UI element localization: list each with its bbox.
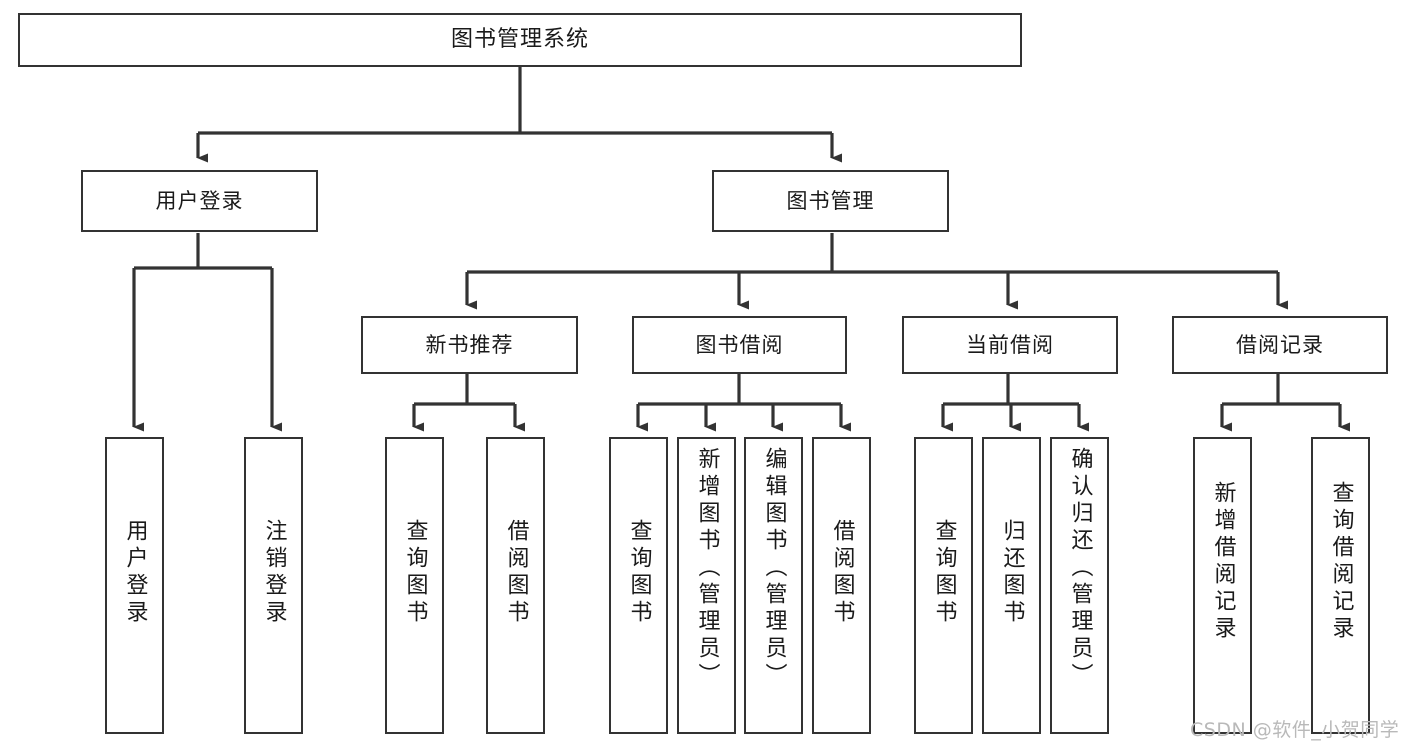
node-label: 编辑图书（管理员） (761, 447, 787, 690)
node-label: 查询图书 (931, 519, 957, 627)
node-label: 新增借阅记录 (1210, 481, 1236, 643)
leaf-edit-book-admin[interactable]: 编辑图书（管理员） (744, 437, 803, 734)
node-book-management[interactable]: 图书管理 (712, 170, 949, 232)
leaf-logout-login[interactable]: 注销登录 (244, 437, 303, 734)
node-label: 查询借阅记录 (1328, 481, 1354, 643)
leaf-query-borrow-record[interactable]: 查询借阅记录 (1311, 437, 1370, 734)
node-label: 新增图书（管理员） (694, 447, 720, 690)
node-new-book-recommend[interactable]: 新书推荐 (361, 316, 578, 374)
leaf-confirm-return-admin[interactable]: 确认归还（管理员） (1050, 437, 1109, 734)
leaf-user-login[interactable]: 用户登录 (105, 437, 164, 734)
node-current-borrow[interactable]: 当前借阅 (902, 316, 1118, 374)
leaf-return-book[interactable]: 归还图书 (982, 437, 1041, 734)
node-label: 查询图书 (626, 519, 652, 627)
node-label: 新书推荐 (425, 332, 514, 357)
node-label: 查询图书 (402, 519, 428, 627)
node-book-borrow[interactable]: 图书借阅 (632, 316, 847, 374)
node-user-login[interactable]: 用户登录 (81, 170, 318, 232)
node-label: 借阅图书 (503, 519, 529, 627)
node-borrow-record[interactable]: 借阅记录 (1172, 316, 1388, 374)
leaf-query-book-current[interactable]: 查询图书 (914, 437, 973, 734)
node-root-book-management-system[interactable]: 图书管理系统 (18, 13, 1022, 67)
node-label: 图书管理系统 (450, 27, 589, 53)
node-label: 用户登录 (155, 188, 244, 213)
node-label: 借阅图书 (829, 519, 855, 627)
node-label: 当前借阅 (966, 332, 1054, 357)
csdn-watermark: CSDN @软件_小贺同学 (1190, 719, 1400, 741)
leaf-borrow-book[interactable]: 借阅图书 (812, 437, 871, 734)
node-label: 借阅记录 (1236, 332, 1324, 357)
node-label: 注销登录 (261, 519, 287, 627)
leaf-add-borrow-record[interactable]: 新增借阅记录 (1193, 437, 1252, 734)
node-label: 用户登录 (122, 519, 148, 627)
leaf-add-book-admin[interactable]: 新增图书（管理员） (677, 437, 736, 734)
node-label: 归还图书 (999, 519, 1025, 627)
node-label: 图书借阅 (695, 332, 784, 357)
leaf-query-book-borrow[interactable]: 查询图书 (609, 437, 668, 734)
node-label: 确认归还（管理员） (1067, 447, 1093, 690)
leaf-query-book-recommend[interactable]: 查询图书 (385, 437, 444, 734)
node-label: 图书管理 (786, 188, 875, 213)
leaf-borrow-book-recommend[interactable]: 借阅图书 (486, 437, 545, 734)
